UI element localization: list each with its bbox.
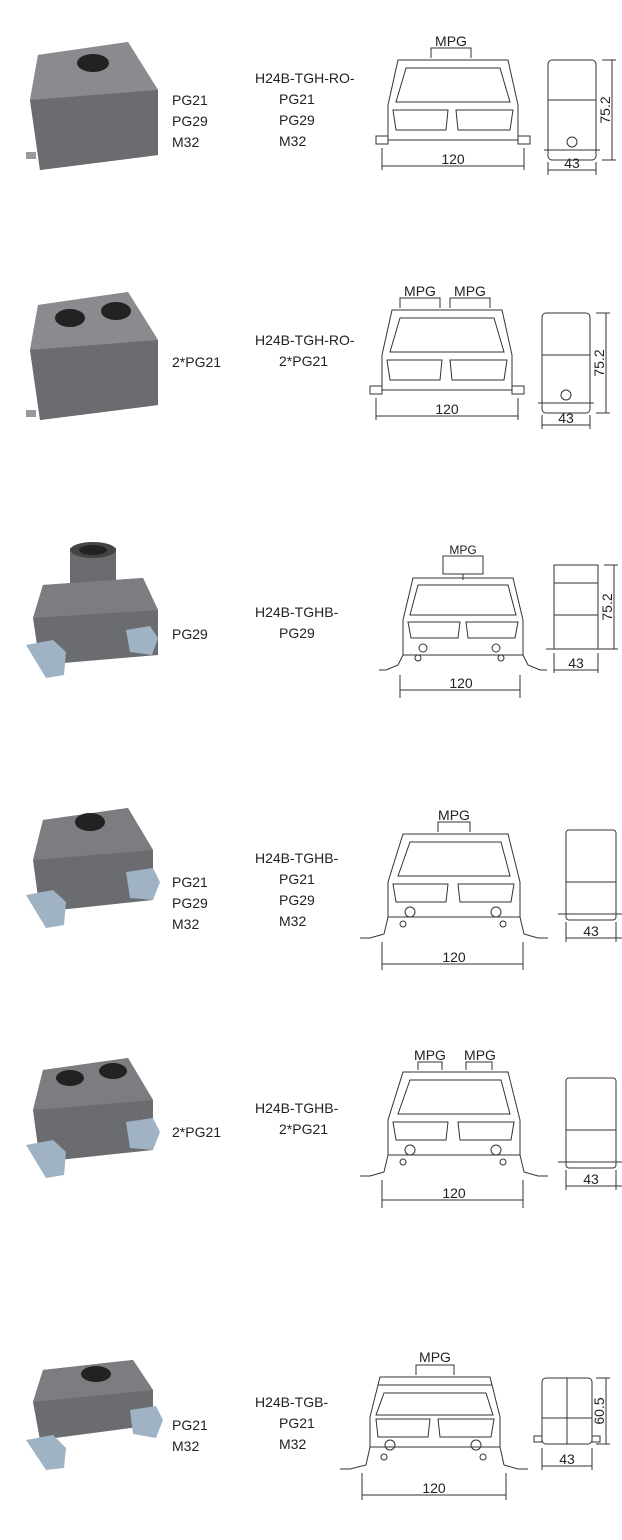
model-option: PG29 [279, 892, 315, 908]
model-block: H24B-TGHB- 2*PG21 [255, 1098, 338, 1140]
thread-item: M32 [172, 1438, 200, 1454]
thread-item: 2*PG21 [172, 354, 222, 370]
model-code: H24B-TGHB- [255, 604, 339, 620]
thread-item: 2*PG21 [172, 1124, 222, 1140]
thread-item: PG21 [172, 1417, 208, 1433]
housing-photo [26, 42, 158, 170]
width-dimension: 120 [422, 1480, 446, 1496]
model-option: 2*PG21 [279, 353, 329, 369]
housing-photo [26, 1058, 160, 1178]
model-option: PG21 [279, 871, 315, 887]
width-dimension: 120 [442, 949, 466, 965]
port-label: MPG [404, 283, 436, 299]
product-row-2: 2*PG21 H24B-TGH-RO- 2*PG21 MPG MPG 120 [0, 280, 622, 520]
port-label: MPG [419, 1349, 451, 1365]
model-option: M32 [279, 133, 307, 149]
port-label: MPG [454, 283, 486, 299]
width-dimension: 120 [442, 1185, 466, 1201]
port-label: MPG [435, 33, 467, 49]
model-block: H24B-TGHB- PG29 [255, 602, 338, 644]
model-block: H24B-TGB- PG21 M32 [255, 1392, 328, 1455]
side-view-drawing: 43 75.2 [544, 59, 616, 175]
thread-list: PG21 PG29 M32 [172, 872, 208, 935]
front-view-drawing: MPG 120 [340, 1349, 528, 1500]
housing-photo [26, 808, 160, 928]
width-dimension: 120 [435, 401, 459, 417]
width-dimension: 120 [441, 151, 465, 167]
product-row-4: PG21 PG29 M32 H24B-TGHB- PG21 PG29 M32 M… [0, 790, 622, 1030]
housing-photo [26, 1360, 163, 1470]
height-dimension: 75.2 [591, 349, 607, 376]
model-block: H24B-TGH-RO- 2*PG21 [255, 330, 355, 372]
thread-list: PG21 PG29 M32 [172, 90, 208, 153]
port-label: MPG [464, 1047, 496, 1063]
housing-photo [26, 292, 158, 420]
depth-dimension: 43 [564, 155, 580, 171]
side-view-drawing: 43 60.5 [533, 1377, 610, 1470]
model-code: H24B-TGB- [255, 1394, 329, 1410]
product-row-3: PG29 H24B-TGHB- PG29 MPG 120 [0, 540, 622, 780]
front-view-drawing: MPG 120 [379, 543, 547, 698]
product-row-6: PG21 M32 H24B-TGB- PG21 M32 MPG 120 [0, 1300, 622, 1540]
width-dimension: 120 [449, 675, 473, 691]
side-view-drawing: 43 75.2 [546, 564, 618, 673]
thread-item: M32 [172, 134, 200, 150]
thread-list: PG29 [172, 624, 208, 645]
product-row-1: PG21 PG29 M32 H24B-TGH-RO- PG21 PG29 M32… [0, 30, 622, 270]
product-row-5: 2*PG21 H24B-TGHB- 2*PG21 MPG MPG 120 [0, 1040, 622, 1280]
depth-dimension: 43 [558, 410, 574, 426]
port-label: MPG [414, 1047, 446, 1063]
side-view-drawing: 43 [558, 829, 622, 942]
front-view-drawing: MPG MPG 120 [369, 283, 525, 420]
front-view-drawing: MPG 120 [375, 33, 531, 170]
model-option: PG21 [279, 1415, 315, 1431]
model-code: H24B-TGH-RO- [255, 70, 355, 86]
thread-list: PG21 M32 [172, 1415, 208, 1457]
depth-dimension: 43 [568, 655, 584, 671]
model-code: H24B-TGHB- [255, 1100, 339, 1116]
depth-dimension: 43 [583, 923, 599, 939]
model-option: PG21 [279, 91, 315, 107]
model-option: M32 [279, 1436, 307, 1452]
side-view-drawing: 43 75.2 [538, 312, 610, 429]
height-dimension: 60.5 [591, 1397, 607, 1424]
thread-list: 2*PG21 [172, 352, 221, 373]
thread-item: PG21 [172, 92, 208, 108]
housing-photo [26, 542, 158, 678]
model-code: H24B-TGH-RO- [255, 332, 355, 348]
height-dimension: 75.2 [597, 96, 613, 123]
model-block: H24B-TGHB- PG21 PG29 M32 [255, 848, 338, 932]
model-option: M32 [279, 913, 307, 929]
model-block: H24B-TGH-RO- PG21 PG29 M32 [255, 68, 355, 152]
model-option: 2*PG21 [279, 1121, 329, 1137]
model-option: PG29 [279, 112, 315, 128]
thread-item: PG21 [172, 874, 208, 890]
thread-item: M32 [172, 916, 200, 932]
depth-dimension: 43 [583, 1171, 599, 1187]
port-label: MPG [449, 543, 476, 557]
model-option: PG29 [279, 625, 315, 641]
depth-dimension: 43 [559, 1451, 575, 1467]
thread-item: PG29 [172, 895, 208, 911]
front-view-drawing: MPG 120 [360, 807, 548, 970]
height-dimension: 75.2 [599, 593, 615, 620]
front-view-drawing: MPG MPG 120 [360, 1047, 548, 1208]
thread-item: PG29 [172, 626, 208, 642]
thread-list: 2*PG21 [172, 1122, 221, 1143]
side-view-drawing: 43 [558, 1077, 622, 1190]
model-code: H24B-TGHB- [255, 850, 339, 866]
port-label: MPG [438, 807, 470, 823]
thread-item: PG29 [172, 113, 208, 129]
